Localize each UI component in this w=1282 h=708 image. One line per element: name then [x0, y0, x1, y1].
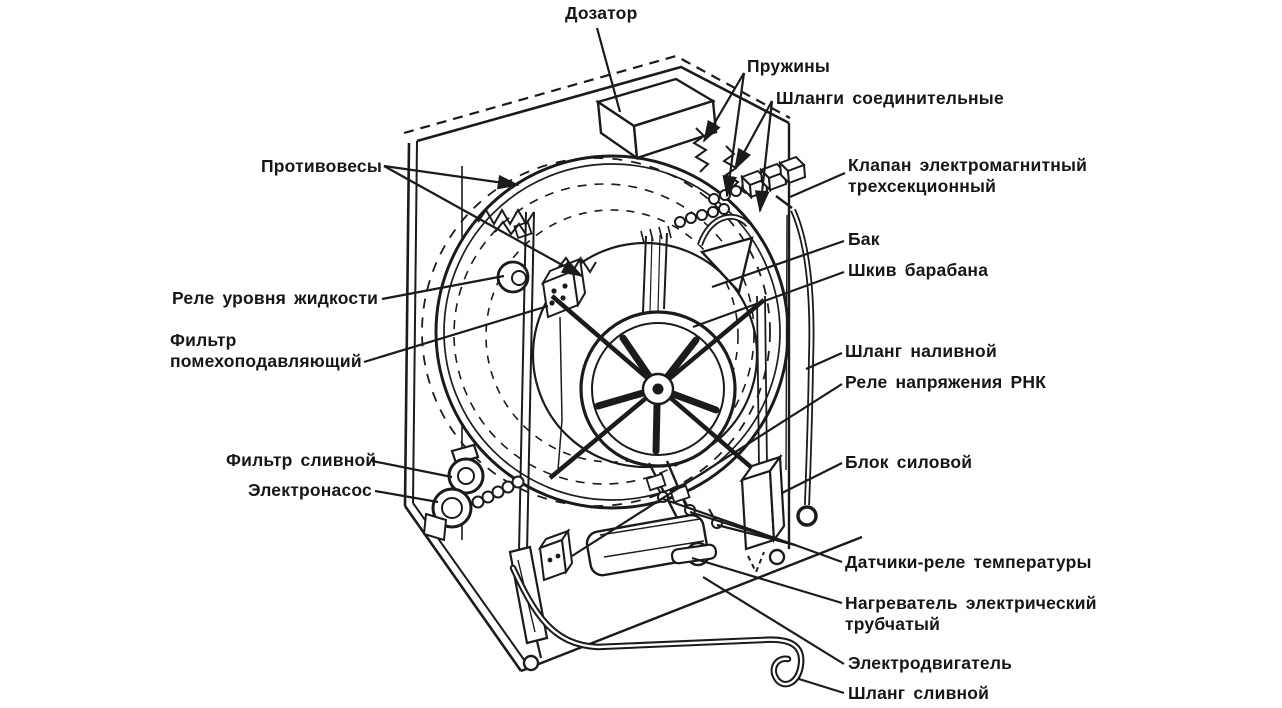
leader-shkiv-barabana	[692, 270, 845, 329]
solenoid-valve	[740, 155, 807, 209]
leader-dozator	[595, 27, 622, 113]
leader-filtr-pomekhopodavlyayushchiy	[363, 304, 549, 364]
label-shlang-nalivnoy: Шланг наливной	[845, 341, 997, 361]
label-elektrodvigatel: Электродвигатель	[848, 653, 1013, 673]
drain-filter	[447, 443, 485, 495]
leader-protivovesy	[383, 164, 520, 190]
leader-shlangi-soedinitelnye	[754, 100, 774, 213]
pump	[422, 487, 473, 542]
leader-datchiki-rele-temperatury	[716, 523, 796, 547]
foot-left	[522, 654, 540, 672]
leader-pruzhiny	[722, 72, 746, 198]
dispenser	[595, 77, 718, 161]
label-klapan-elektromagnitny: Клапан электромагнитный трехсекционный	[848, 155, 1088, 197]
label-shkiv-barabana: Шкив барабана	[848, 260, 989, 280]
label-elektronasos: Электронасос	[248, 480, 372, 500]
drum-pulley	[548, 294, 768, 482]
label-pruzhiny: Пружины	[747, 56, 831, 76]
leader-klapan-elektromagnitny	[789, 171, 846, 199]
label-datchiki-rele-temperatury: Датчики-реле температуры	[845, 552, 1092, 572]
label-blok-silovoy: Блок силовой	[845, 452, 973, 472]
label-shlangi-soedinitelnye: Шланги соединительные	[776, 88, 1004, 108]
leader-protivovesy	[383, 165, 584, 277]
label-dozator: Дозатор	[565, 3, 638, 23]
leader-rele-napryazheniya-rnk	[571, 383, 843, 557]
leader-elektrodvigatel	[702, 576, 845, 665]
label-rele-urovnya-zhidkosti: Реле уровня жидкости	[172, 288, 379, 308]
heater	[670, 543, 718, 565]
leader-bak	[711, 239, 845, 289]
label-protivovesy: Противовесы	[261, 156, 382, 176]
leader-shlangi-soedinitelnye	[734, 100, 773, 171]
leader-shlang-slivnoy	[798, 677, 845, 695]
leader-pruzhiny	[703, 72, 745, 143]
label-filtr-slivnoy: Фильтр сливной	[226, 450, 377, 470]
label-filtr-pomekhopodavlyayushchiy: Фильтр помехоподавляющий	[170, 330, 362, 372]
label-rele-napryazheniya-rnk: Реле напряжения РНК	[845, 372, 1047, 392]
leader-blok-silovoy	[781, 462, 843, 494]
label-nagrevatel: Нагреватель электрический трубчатый	[845, 593, 1097, 635]
leader-elektronasos	[374, 489, 439, 504]
pump-hose	[471, 475, 525, 509]
foot-right	[768, 548, 786, 566]
leader-lines	[363, 27, 846, 695]
voltage-relay-rnk	[537, 528, 574, 582]
leader-nagrevatel	[691, 556, 843, 605]
fill-hose	[785, 208, 818, 527]
leader-filtr-slivnoy	[371, 459, 453, 479]
leader-rele-urovnya-zhidkosti	[381, 274, 505, 301]
drain-hose	[509, 564, 805, 688]
label-shlang-slivnoy: Шланг сливной	[848, 683, 990, 703]
label-bak: Бак	[848, 229, 880, 249]
leader-shlang-nalivnoy	[805, 351, 843, 371]
